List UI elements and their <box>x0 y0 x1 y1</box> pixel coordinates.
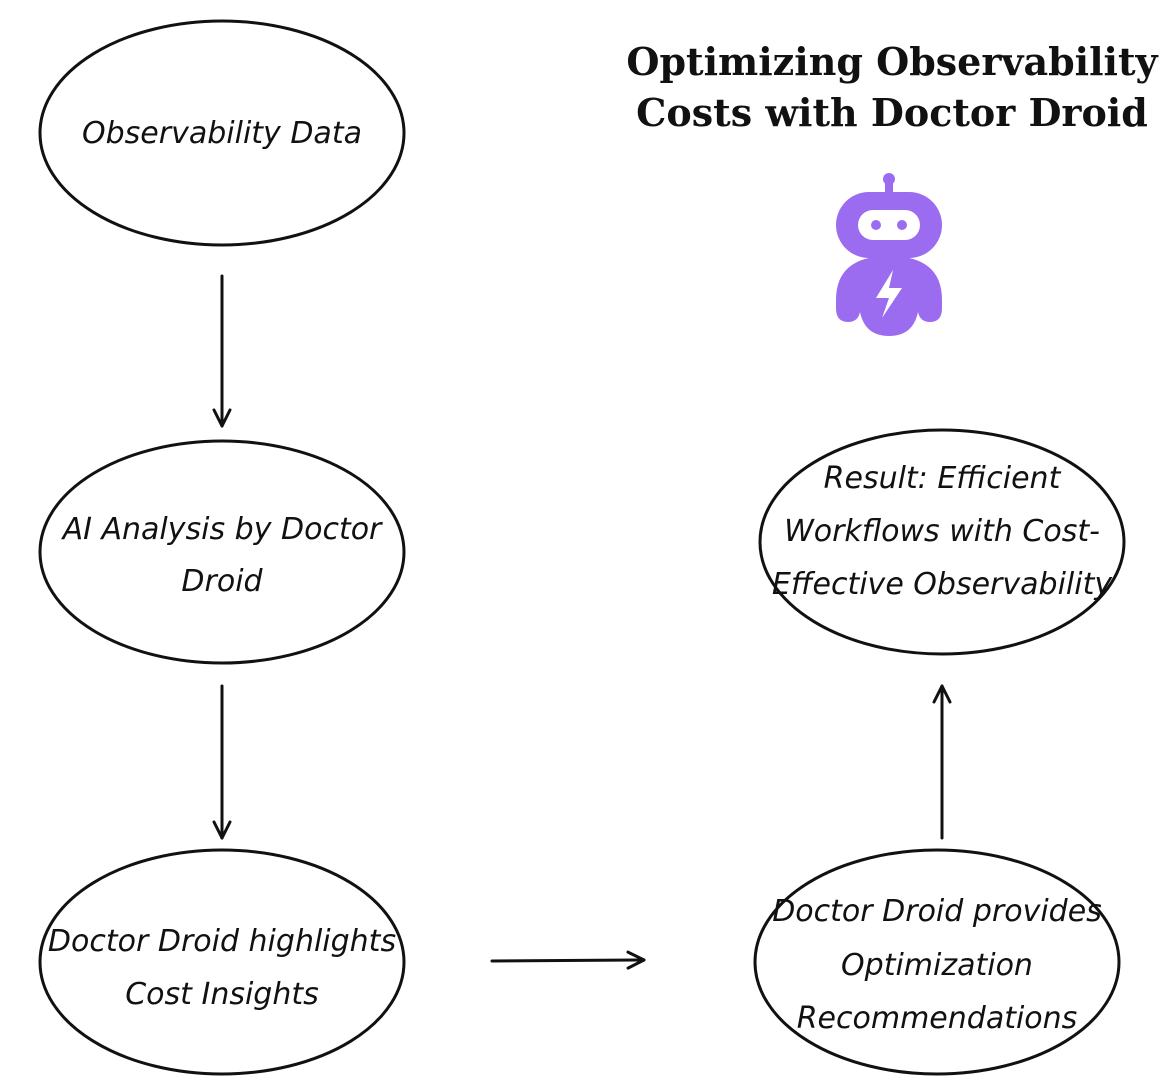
arrow-insights-to-recommendations <box>490 950 646 970</box>
node-shape <box>38 19 406 247</box>
robot-face <box>858 210 920 240</box>
node-shape <box>758 428 1126 656</box>
node-cost-insights: Doctor Droid highlights Cost Insights <box>38 848 406 1076</box>
robot-icon <box>836 173 942 336</box>
node-label-line: Cost Insights <box>125 977 319 1012</box>
node-label-line: Recommendations <box>797 1001 1078 1036</box>
robot-antenna <box>885 182 893 198</box>
node-label-line: Observability Data <box>82 116 362 151</box>
title-line-2: Costs with Doctor Droid <box>636 90 1148 135</box>
node-label-line: AI Analysis by Doctor <box>61 512 383 547</box>
diagram-title: Optimizing Observability Costs with Doct… <box>626 39 1158 135</box>
lightning-bolt-icon <box>876 270 902 318</box>
node-label-line: Effective Observability <box>772 567 1113 602</box>
node-shape <box>38 439 406 665</box>
node-label-line: Doctor Droid highlights <box>48 924 396 959</box>
node-label-line: Optimization <box>841 948 1033 983</box>
node-label-line: Droid <box>181 564 263 599</box>
node-label-line: Doctor Droid provides <box>772 894 1102 929</box>
robot-eye-left <box>871 220 881 230</box>
edges <box>212 274 952 970</box>
node-shape <box>753 848 1121 1076</box>
node-ai-analysis: AI Analysis by Doctor Droid <box>38 439 406 665</box>
title-line-1: Optimizing Observability <box>626 39 1158 84</box>
node-shape <box>38 848 406 1076</box>
robot-eye-right <box>897 220 907 230</box>
node-result: Result: Efficient Workflows with Cost- E… <box>758 428 1126 656</box>
node-label-line: Workflows with Cost- <box>784 514 1100 549</box>
node-observability-data: Observability Data <box>38 19 406 247</box>
node-recommendations: Doctor Droid provides Optimization Recom… <box>753 848 1121 1076</box>
node-label-line: Result: Efficient <box>824 461 1062 496</box>
